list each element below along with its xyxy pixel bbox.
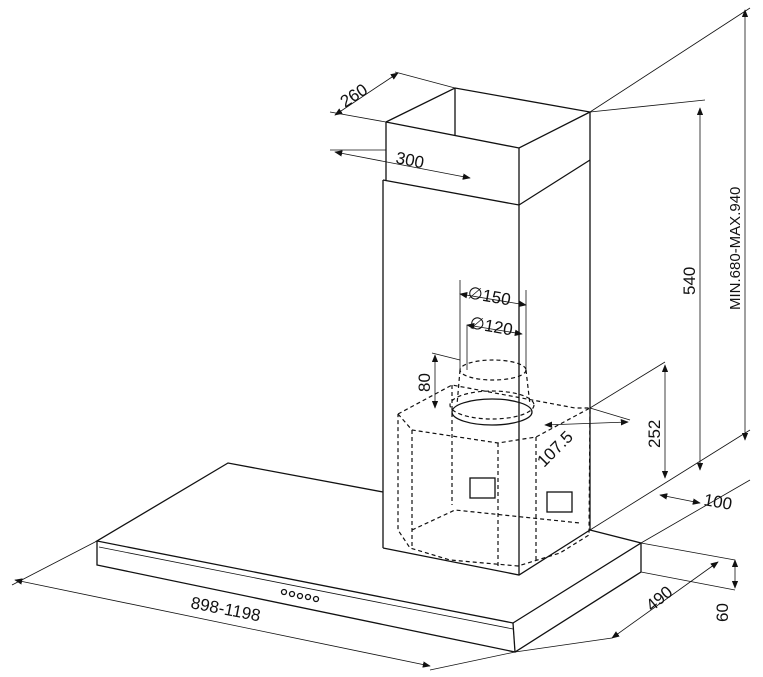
dim-chimney-height: 540 — [680, 267, 699, 295]
dim-outlet-120: ∅120 — [468, 313, 514, 339]
dim-chimney-depth: 260 — [337, 80, 371, 111]
dimension-lines — [11, 7, 751, 671]
dim-hood-depth: 490 — [642, 582, 676, 615]
dim-hood-width: 898-1198 — [189, 593, 262, 625]
control-buttons — [280, 588, 320, 603]
dim-outlet-offset: 107.5 — [533, 427, 577, 471]
dim-wall-offset: 100 — [702, 490, 733, 514]
motor-box-hidden — [397, 359, 591, 567]
dim-hood-thickness: 60 — [713, 603, 732, 622]
dim-motor-height: 252 — [645, 420, 664, 448]
dim-chimney-width: 300 — [394, 148, 425, 172]
dim-outlet-150: ∅150 — [466, 283, 512, 309]
dim-collar-height: 80 — [415, 373, 434, 392]
dim-total-height: MIN.680-MAX.940 — [727, 187, 744, 310]
